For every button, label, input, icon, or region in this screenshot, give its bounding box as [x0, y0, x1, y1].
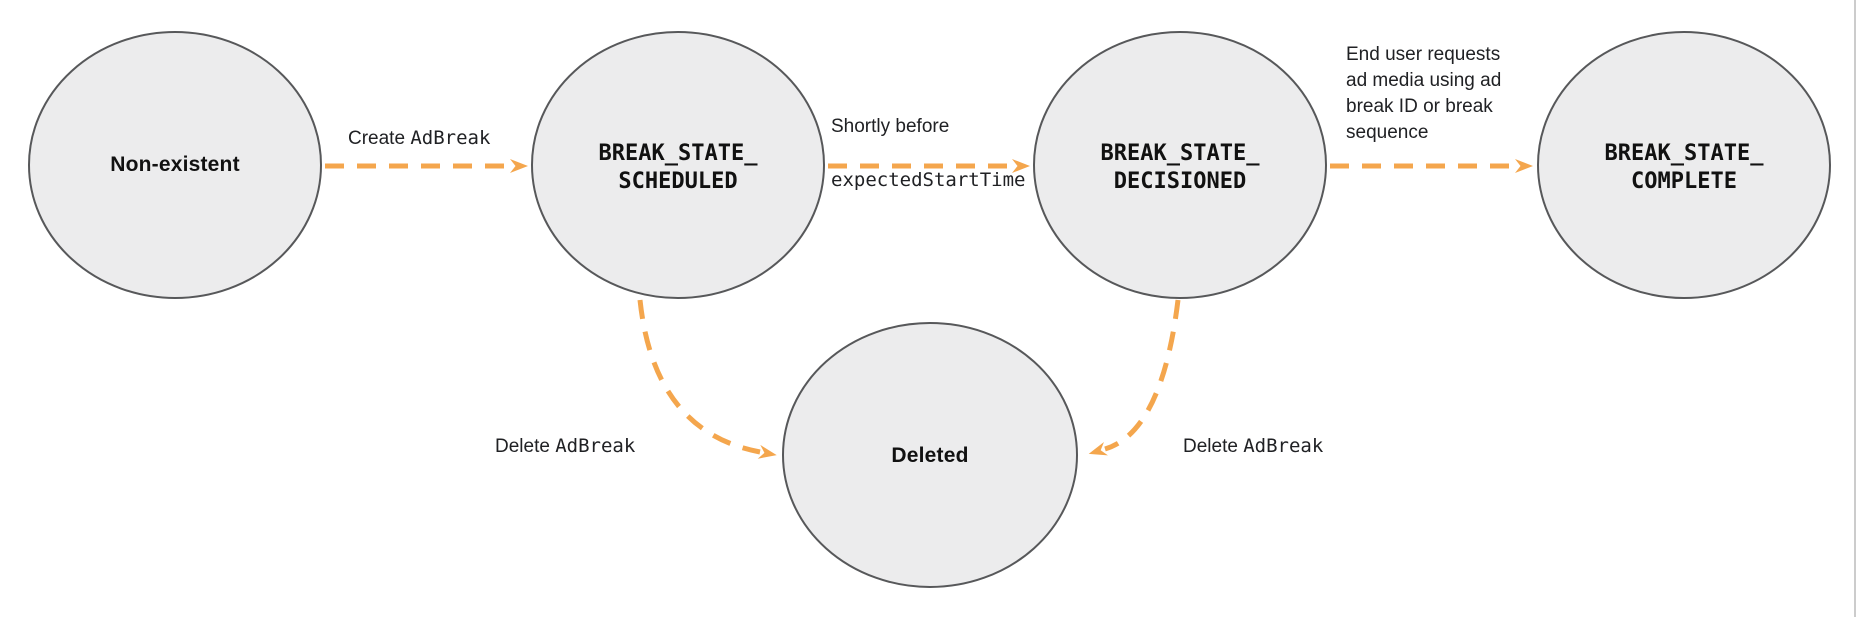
edge-label-delete-adbreak-right: Delete AdBreak	[1183, 406, 1323, 460]
edge-label-delete-left-text: Delete	[495, 436, 556, 457]
edge-label-delete-right-code: AdBreak	[1243, 435, 1324, 457]
edge-label-delete-left-code: AdBreak	[555, 435, 636, 457]
node-label-break-state-scheduled: BREAK_STATE_ SCHEDULED	[598, 141, 758, 194]
edge-label-delete-right-text: Delete	[1183, 436, 1244, 457]
node-ellipse-break-state-complete	[1537, 31, 1831, 299]
edge-arrow-delete-from-decisioned	[1088, 299, 1181, 456]
node-ellipse-deleted	[782, 322, 1078, 588]
node-label-deleted: Deleted	[891, 444, 969, 467]
edge-label-create-adbreak: Create AdBreak	[348, 98, 490, 152]
node-label-break-state-complete: BREAK_STATE_ COMPLETE	[1604, 141, 1764, 194]
node-ellipse-break-state-decisioned	[1033, 31, 1327, 299]
edge-label-create-adbreak-text: Create	[348, 128, 411, 149]
node-ellipse-non-existent	[28, 31, 322, 299]
edge-label-end-user-requests: End user requests ad media using ad brea…	[1346, 44, 1502, 143]
edge-label-shortly-before-text: Shortly before	[831, 116, 950, 137]
node-label-non-existent: Non-existent	[110, 153, 240, 176]
edge-arrow-delete-from-scheduled	[637, 299, 777, 459]
edge-label-shortly-before-code: expectedStartTime	[831, 169, 1026, 191]
edge-label-delete-adbreak-left: Delete AdBreak	[495, 406, 635, 460]
node-label-break-state-decisioned: BREAK_STATE_ DECISIONED	[1100, 141, 1260, 194]
edge-label-shortly-before: Shortly before expectedStartTime	[831, 86, 1025, 194]
edge-label-create-adbreak-code: AdBreak	[410, 127, 491, 149]
right-edge-line	[1854, 0, 1856, 617]
node-ellipse-break-state-scheduled	[531, 31, 825, 299]
